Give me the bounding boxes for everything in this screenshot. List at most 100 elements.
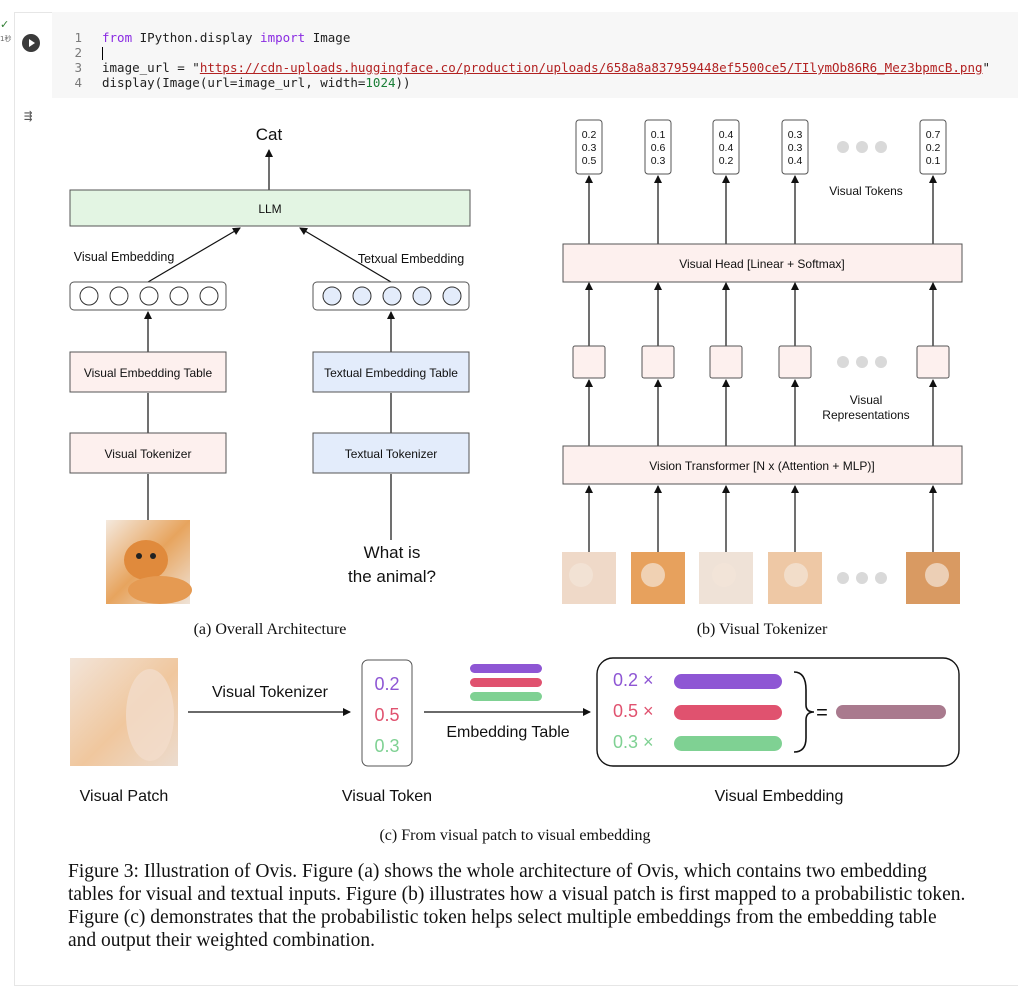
output-label-cat: Cat (256, 125, 283, 144)
checkmark-icon: ✓ (0, 18, 10, 31)
exec-time: 1秒 (0, 35, 12, 43)
line-number: 2 (74, 45, 82, 60)
visual-patch-detail (126, 669, 174, 761)
visual-token-box (781, 119, 809, 175)
weight-label: 0.5 × (613, 701, 654, 721)
visual-token-box (575, 119, 603, 175)
visual-token-value: 0.4 (719, 129, 734, 141)
cat-body-shape (128, 576, 192, 604)
visual-head-label: Visual Head [Linear + Softmax] (679, 257, 845, 271)
visual-token-value: 0.1 (651, 129, 666, 141)
visual-token-box (712, 119, 740, 175)
weighted-embedding-bar (674, 736, 782, 751)
visual-representation-box (778, 345, 812, 379)
code-token: image_url = " (102, 60, 200, 75)
code-token: Image (305, 30, 351, 45)
cat-eye-shape (136, 553, 142, 559)
code-token: display(Image(url=image_url, width= (102, 75, 366, 90)
image-patch-detail (641, 563, 665, 587)
visual-token-value-c: 0.2 (374, 674, 399, 694)
visual-tokenizer-box (69, 432, 227, 474)
weighted-embedding-bar (674, 705, 782, 720)
cat-head-shape (124, 540, 168, 580)
ellipsis-dot (837, 572, 849, 584)
ellipsis-dot (875, 356, 887, 368)
visual-token-box (919, 119, 947, 175)
caption-b: (b) Visual Tokenizer (697, 621, 828, 638)
ellipsis-dot (875, 572, 887, 584)
visual-token-value-c: 0.3 (374, 736, 399, 756)
visual-token-value: 0.3 (582, 142, 597, 154)
visual-token-value: 0.3 (788, 129, 803, 141)
visual-patch-label: Visual Patch (80, 788, 169, 805)
output-toggle-icon[interactable]: ⇶ (24, 108, 33, 124)
visual-representation-box (572, 345, 606, 379)
textual-tokenizer-box (312, 432, 470, 474)
code-line[interactable]: 3 image_url = "https://cdn-uploads.huggin… (52, 60, 990, 75)
visual-token-value: 0.2 (926, 142, 941, 154)
visual-tokens-label: Visual Tokens (829, 184, 903, 198)
visual-representation-box (641, 345, 675, 379)
visual-token-value: 0.4 (788, 155, 803, 167)
ellipsis-dot (856, 572, 868, 584)
vision-transformer-label: Vision Transformer [N x (Attention + MLP… (649, 459, 875, 473)
curly-brace (793, 671, 815, 753)
line-number: 3 (74, 60, 82, 75)
textual-embedding-cell (322, 286, 342, 306)
visual-representation-box (916, 345, 950, 379)
textual-embedding-cell (382, 286, 402, 306)
textual-embedding-table-label: Textual Embedding Table (324, 366, 458, 380)
ellipsis-dot (856, 356, 868, 368)
visual-token-value: 0.2 (582, 129, 597, 141)
visual-tokenizer-label: Visual Tokenizer (105, 447, 192, 461)
cat-eye-shape (150, 553, 156, 559)
code-token: IPython.display (132, 30, 261, 45)
visual-embedding-cell (79, 286, 99, 306)
weight-label: 0.2 × (613, 670, 654, 690)
vision-transformer-box (562, 445, 963, 485)
visual-token-value: 0.7 (926, 129, 941, 141)
visual-representations-label-2: Representations (822, 408, 909, 422)
arrow-visual-emb-to-llm (147, 227, 241, 283)
run-cell-button[interactable] (22, 34, 40, 52)
visual-token-value-c: 0.5 (374, 705, 399, 725)
image-patch-detail (569, 563, 593, 587)
code-token: " (982, 60, 991, 75)
llm-box (69, 189, 471, 227)
line-number: 1 (74, 30, 82, 45)
textual-embedding-cell (442, 286, 462, 306)
visual-embedding-cell (139, 286, 159, 306)
textual-embedding-cell (412, 286, 432, 306)
textual-embedding-cell (352, 286, 372, 306)
ellipsis-dot (856, 141, 868, 153)
code-token: https://cdn-uploads.huggingface.co/produ… (199, 60, 983, 75)
caption-c: (c) From visual patch to visual embeddin… (379, 827, 650, 844)
image-patch-detail (925, 563, 949, 587)
textual-embedding-label: Tetxual Embedding (358, 252, 464, 266)
visual-token-value: 0.2 (719, 155, 734, 167)
embedding-table-row (470, 678, 542, 687)
visual-token-label: Visual Token (342, 788, 432, 805)
code-line[interactable]: 2 (52, 45, 103, 60)
visual-embedding-cell (199, 286, 219, 306)
visual-embedding-label-c: Visual Embedding (715, 788, 844, 805)
textual-tokenizer-label: Textual Tokenizer (345, 447, 438, 461)
visual-token-value: 0.4 (719, 142, 734, 154)
visual-head-box (562, 243, 963, 283)
weighted-embedding-bar (674, 674, 782, 689)
ellipsis-dot (837, 356, 849, 368)
ellipsis-dot (837, 141, 849, 153)
visual-embedding-table-label: Visual Embedding Table (84, 366, 213, 380)
visual-embedding-table-box (69, 351, 227, 393)
embedding-table-row (470, 692, 542, 701)
visual-token-value: 0.1 (926, 155, 941, 167)
visual-token-value: 0.5 (582, 155, 597, 167)
image-patch-detail (784, 563, 808, 587)
code-token: )) (395, 75, 411, 90)
combined-embedding-bar (836, 705, 946, 719)
weight-label: 0.3 × (613, 732, 654, 752)
